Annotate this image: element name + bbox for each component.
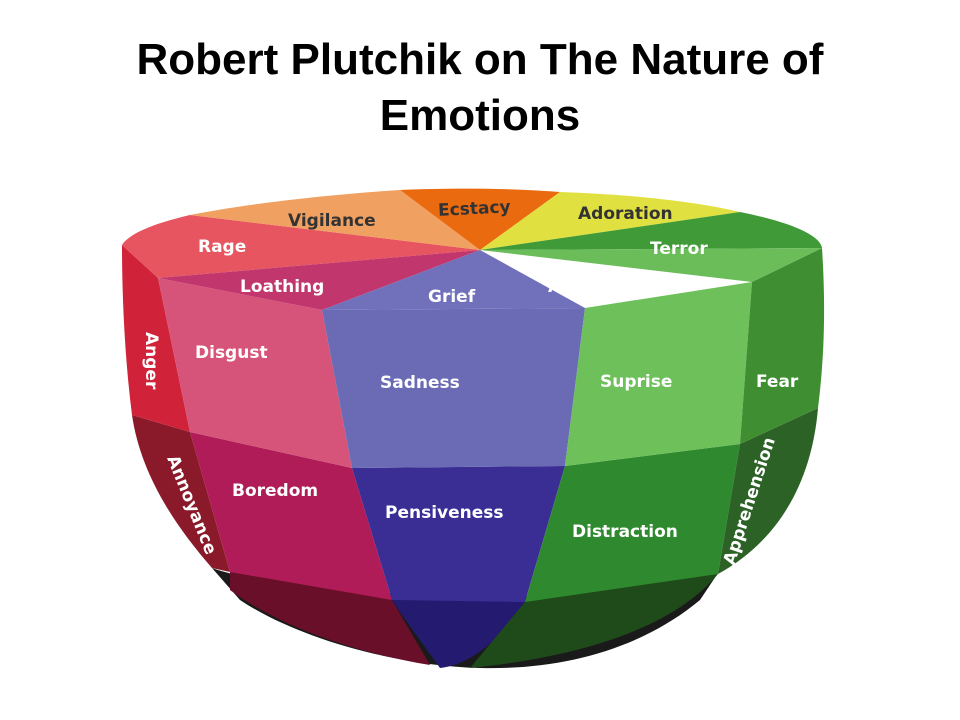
label-vigilance: Vigilance: [288, 211, 376, 231]
segment-anger-side: [122, 245, 190, 432]
segment-bottom-tip-center: [392, 600, 525, 668]
label-anger: Anger: [141, 332, 161, 390]
label-rage: Rage: [198, 237, 246, 257]
segment-surprise: [565, 282, 752, 466]
segment-annoyance: [132, 415, 230, 572]
label-ecstacy: Ecstacy: [438, 197, 512, 221]
segment-amazement: [480, 248, 822, 282]
segment-grief: [322, 250, 585, 310]
label-amazement: Amazement: [548, 277, 661, 297]
segment-terror: [480, 212, 822, 250]
segment-apprehension: [718, 408, 818, 574]
slide-title-line-2: Emotions: [379, 91, 581, 140]
label-sadness: Sadness: [380, 373, 460, 393]
segment-bottom-tip-right: [470, 574, 718, 668]
segment-adoration: [480, 192, 740, 250]
slide-title-line-1: Robert Plutchik on The Nature of: [136, 35, 824, 84]
segment-loathing: [158, 250, 480, 310]
segment-boredom: [190, 432, 392, 600]
label-loathing: Loathing: [240, 277, 324, 297]
label-boredom: Boredom: [232, 481, 318, 501]
segment-ecstasy: [400, 188, 560, 250]
segment-bottom-tip-left: [230, 572, 430, 665]
segment-pensiveness: [352, 466, 565, 606]
segment-rage: [122, 215, 480, 278]
slide-title: Robert Plutchik on The Nature of Emotion…: [60, 32, 900, 144]
label-disgust: Disgust: [195, 343, 268, 363]
segment-disgust: [158, 278, 352, 468]
label-adoration: Adoration: [578, 204, 673, 224]
label-suprise: Suprise: [600, 372, 672, 392]
segment-distraction: [525, 444, 740, 602]
label-distraction: Distraction: [572, 522, 678, 542]
segment-sadness: [322, 308, 585, 468]
label-grief: Grief: [428, 287, 476, 307]
label-terror: Terror: [650, 239, 708, 259]
label-fear: Fear: [756, 372, 799, 392]
segment-fear-side: [740, 248, 825, 444]
segment-vigilance: [190, 190, 480, 250]
label-pensiveness: Pensiveness: [385, 503, 504, 523]
